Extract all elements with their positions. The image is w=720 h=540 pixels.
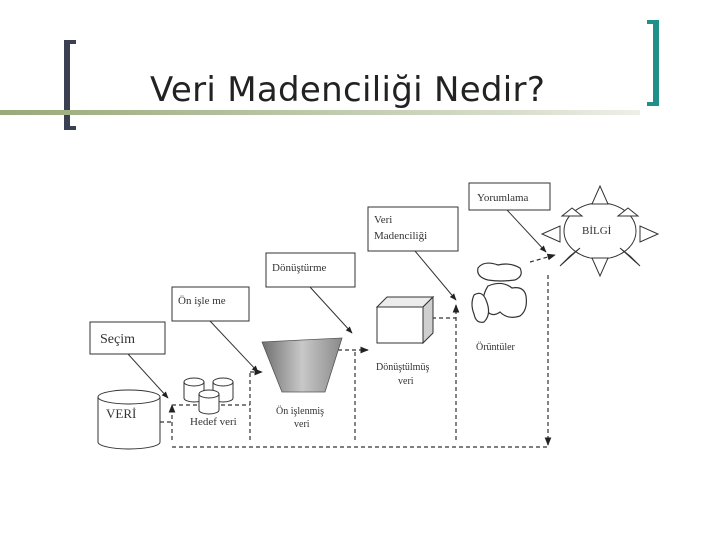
- right-bracket-decoration: [647, 20, 659, 106]
- step-box-preprocessing: Ön işle me: [171, 286, 250, 322]
- title-underline-rule: [0, 110, 640, 115]
- left-bracket-decoration: [64, 40, 76, 130]
- step-label-preprocessing: Ön işle me: [178, 295, 226, 307]
- step-label-interpretation: Yorumlama: [477, 192, 529, 204]
- knowledge-label: BİLGİ: [582, 225, 612, 237]
- patterns-label: Örüntüler: [476, 341, 516, 353]
- preprocessed-label-line1: Ön işlenmiş: [276, 405, 324, 417]
- transformed-label-line1: Dönüştülmüş: [376, 362, 429, 373]
- step-label-mining-line2: Madenciliği: [374, 230, 427, 242]
- transformed-label-line2: veri: [398, 376, 414, 387]
- step-label-mining-line1: Veri: [374, 214, 392, 226]
- data-cylinder: VERİ: [97, 389, 161, 450]
- knowledge-sun: [540, 184, 660, 278]
- step-label-selection: Seçim: [100, 332, 135, 347]
- step-label-transformation: Dönüştürme: [272, 262, 327, 274]
- step-box-selection: Seçim: [89, 321, 166, 355]
- step-box-interpretation: Yorumlama: [468, 182, 551, 211]
- slide-title: Veri Madenciliği Nedir?: [150, 70, 546, 110]
- step-box-transformation: Dönüştürme: [265, 252, 356, 288]
- preprocessed-funnel: [261, 337, 343, 393]
- target-data-cylinders: [183, 377, 234, 415]
- data-label: VERİ: [106, 406, 136, 421]
- patterns-shapes: [471, 262, 527, 323]
- preprocessed-label-line2: veri: [294, 419, 310, 430]
- step-box-data-mining: Veri Madenciliği: [367, 206, 459, 252]
- target-data-label: Hedef veri: [190, 416, 237, 428]
- transformed-data-cube: [375, 295, 435, 345]
